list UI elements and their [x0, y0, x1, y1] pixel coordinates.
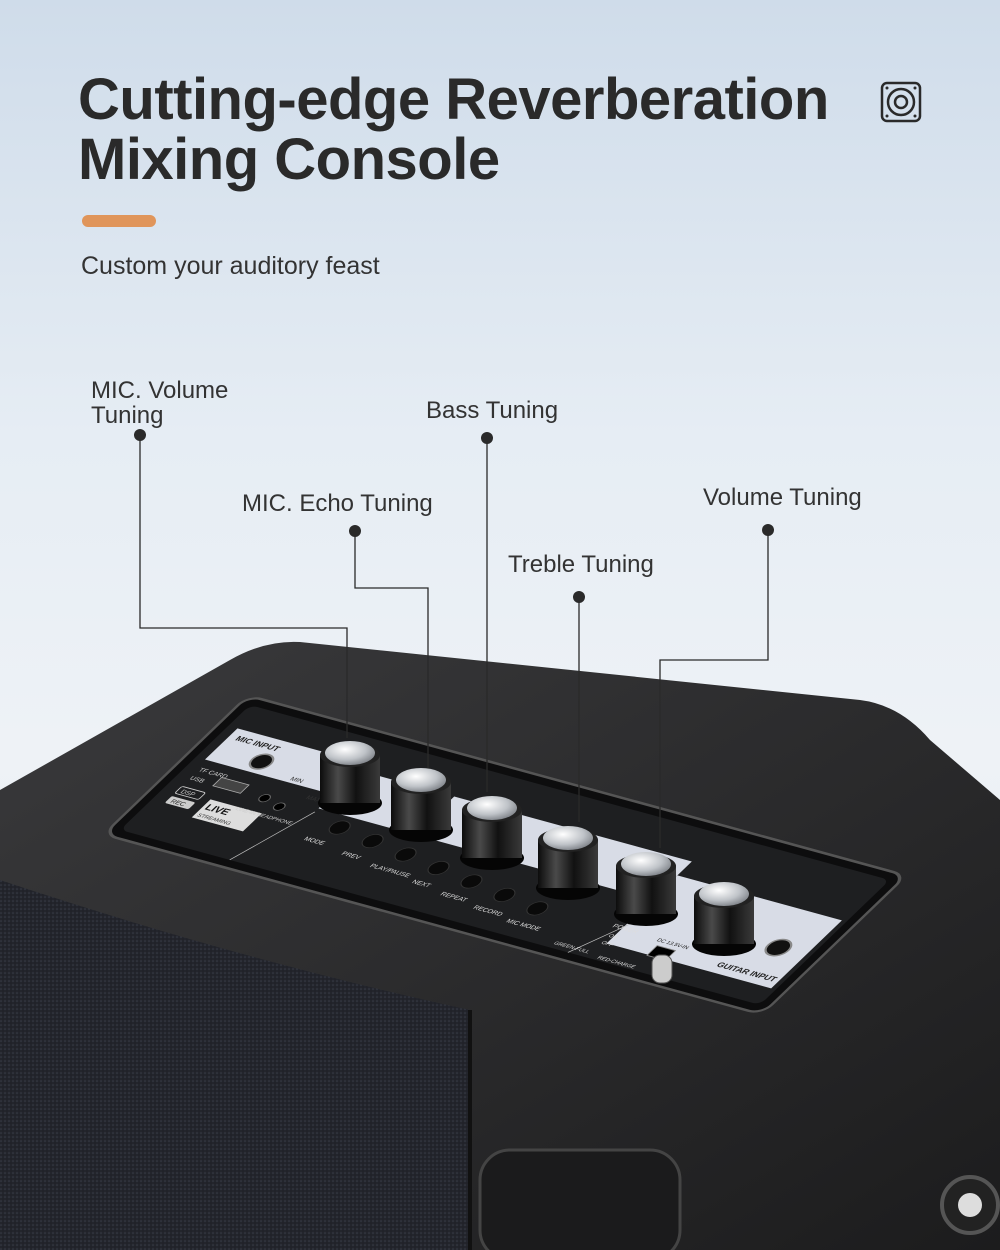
svg-text:NEXT: NEXT: [410, 879, 432, 889]
usb-label: USB: [188, 776, 207, 785]
button-next[interactable]: NEXT: [410, 859, 453, 889]
svg-text:MODE: MODE: [302, 836, 327, 846]
button-repeat[interactable]: REPEAT: [438, 871, 489, 903]
subtitle: Custom your auditory feast: [81, 252, 380, 280]
power-switch[interactable]: [651, 954, 673, 984]
callout-mic-volume: MIC. Volume Tuning: [91, 378, 228, 428]
mic-echo-knob[interactable]: [389, 768, 453, 842]
treble-knob[interactable]: [536, 826, 600, 900]
button-prev[interactable]: PREV: [339, 831, 387, 862]
callout-dot-mic-volume: [134, 429, 146, 441]
callout-dot-mic-echo: [349, 525, 361, 537]
page-title: Cutting-edge Reverberation Mixing Consol…: [78, 70, 829, 190]
max-label: MAX: [304, 795, 323, 804]
title-line-1: Cutting-edge Reverberation: [78, 67, 829, 132]
mic-input-jack: [248, 753, 275, 770]
svg-text:PREV: PREV: [339, 851, 362, 861]
title-line-2: Mixing Console: [78, 127, 500, 192]
accent-bar: [82, 215, 156, 227]
callout-text: MIC. Volume: [91, 377, 229, 404]
callout-dot-volume: [762, 524, 774, 536]
usb-port: [212, 776, 250, 794]
line-in-jack: [258, 794, 272, 803]
guitar-input-jack: [764, 938, 793, 957]
headphone-jack: [272, 802, 286, 811]
callout-text: Tuning: [91, 402, 164, 429]
mic-volume-knob[interactable]: [318, 741, 382, 815]
rec-label: REC: [168, 799, 187, 808]
bass-knob[interactable]: [460, 796, 524, 870]
callout-dot-treble: [573, 591, 585, 603]
callout-lines: [139, 435, 769, 848]
speaker-grille: [0, 880, 470, 1250]
min-label: MIN: [288, 776, 305, 784]
callout-volume: Volume Tuning: [703, 484, 862, 511]
callout-mic-echo: MIC. Echo Tuning: [242, 490, 433, 517]
off-label: OFF: [599, 941, 615, 948]
power-label: POWER: [610, 923, 639, 935]
volume-knob[interactable]: [614, 852, 678, 926]
callout-treble: Treble Tuning: [508, 551, 654, 578]
speaker-icon: [880, 81, 922, 123]
callout-bass: Bass Tuning: [426, 397, 559, 424]
button-mode[interactable]: MODE: [302, 816, 355, 848]
svg-text:REPEAT: REPEAT: [438, 892, 468, 904]
callout-dot-bass: [481, 432, 493, 444]
guitar-volume-knob[interactable]: [692, 882, 756, 956]
on-label: ON: [606, 934, 619, 941]
dsp-label: DSP: [178, 789, 197, 798]
handle: [478, 1148, 682, 1250]
